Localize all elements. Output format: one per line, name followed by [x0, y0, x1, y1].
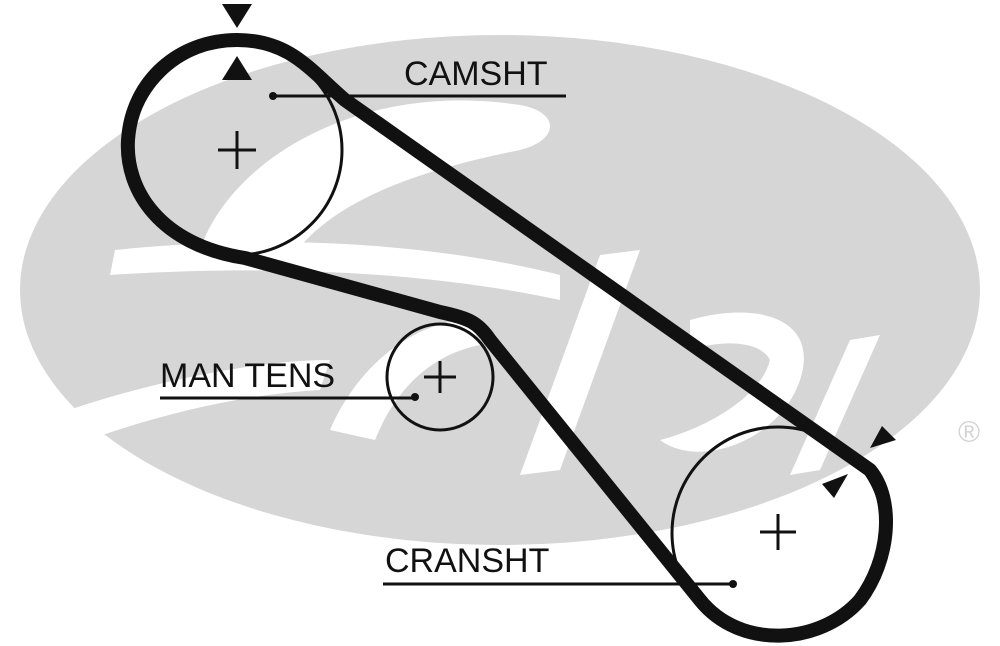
crankshaft-timing-mark-outer-icon — [870, 426, 896, 448]
gates-logo-watermark: ® — [20, 35, 980, 545]
logo-stroke — [200, 100, 550, 260]
camshaft-leader-dot — [269, 92, 277, 100]
tensioner-pulley — [385, 322, 495, 432]
crankshaft-leader-dot — [729, 580, 737, 588]
registered-mark: ® — [958, 416, 980, 449]
crankshaft-label: CRANSHT — [385, 542, 549, 580]
tensioner-leader-dot — [411, 393, 419, 401]
logo-stroke — [330, 320, 480, 440]
camshaft-timing-mark-inner-icon — [222, 56, 252, 80]
crankshaft-timing-mark-inner-icon — [822, 474, 848, 498]
tensioner-label: MAN TENS — [160, 357, 335, 395]
camshaft-label: CAMSHT — [404, 55, 548, 93]
camshaft-timing-mark-outer-icon — [222, 4, 252, 28]
timing-belt — [120, 33, 893, 643]
logo-stroke — [40, 360, 330, 450]
logo-stroke — [790, 335, 880, 475]
